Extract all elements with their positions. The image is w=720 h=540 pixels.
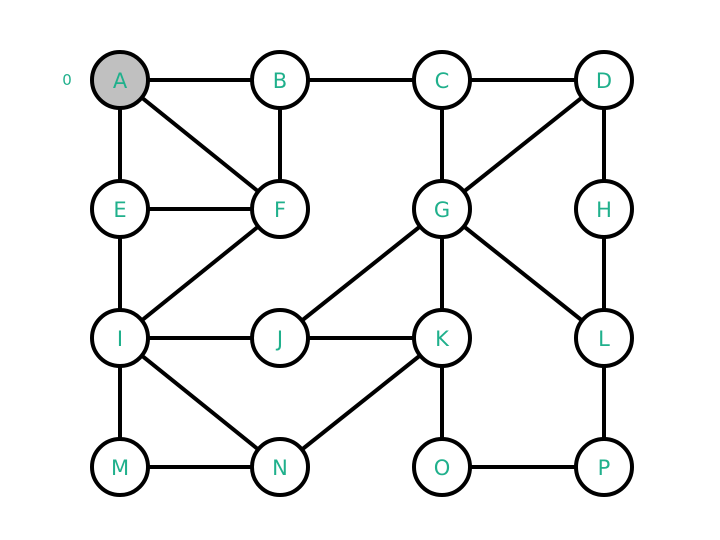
graph-node-circle-h[interactable] [574,179,634,239]
graph-node-label-f: F [274,198,286,222]
distance-label-a: 0 [62,71,72,89]
edges-layer [118,78,606,469]
graph-node-b[interactable]: B [250,50,310,110]
graph-node-label-b: B [273,69,287,93]
graph-node-label-l: L [598,327,610,351]
graph-node-i[interactable]: I [90,308,150,368]
graph-node-circle-p[interactable] [574,437,634,497]
graph-node-label-e: E [113,198,126,222]
graph-node-label-d: D [596,69,612,93]
graph-edge-k-n [278,336,444,469]
graph-node-circle-k[interactable] [412,308,472,368]
graph-edge-i-n [118,336,282,469]
graph-node-o[interactable]: O [412,437,472,497]
graph-node-p[interactable]: P [574,437,634,497]
graph-node-circle-i[interactable] [90,308,150,368]
nodes-layer: A B C D E F G H I J K L M N O P [90,50,634,497]
graph-node-label-i: I [117,327,123,351]
graph-node-m[interactable]: M [90,437,150,497]
graph-node-a[interactable]: A [90,50,150,110]
graph-node-n[interactable]: N [250,437,310,497]
graph-node-g[interactable]: G [412,179,472,239]
graph-node-circle-l[interactable] [574,308,634,368]
graph-node-circle-m[interactable] [90,437,150,497]
graph-node-circle-g[interactable] [412,179,472,239]
graph-node-label-k: K [435,327,450,351]
graph-node-label-g: G [434,198,450,222]
graph-edge-a-f [118,78,282,211]
graph-node-label-j: J [275,327,283,351]
annotations-layer: 0 [62,71,72,89]
graph-node-f[interactable]: F [250,179,310,239]
graph-node-j[interactable]: J [250,308,310,368]
graph-node-circle-b[interactable] [250,50,310,110]
graph-edge-g-l [440,207,606,340]
graph-edge-d-g [440,78,606,211]
graph-node-label-c: C [435,69,450,93]
graph-node-circle-e[interactable] [90,179,150,239]
graph-node-c[interactable]: C [412,50,472,110]
graph-node-circle-f[interactable] [250,179,310,239]
graph-edge-f-i [118,207,282,340]
graph-node-label-a: A [113,69,128,93]
graph-node-circle-a[interactable] [90,50,150,110]
graph-node-label-n: N [272,456,288,480]
graph-edge-g-j [278,207,444,340]
graph-node-label-o: O [434,456,451,480]
graph-node-circle-d[interactable] [574,50,634,110]
graph-node-circle-c[interactable] [412,50,472,110]
graph-node-d[interactable]: D [574,50,634,110]
graph-node-circle-n[interactable] [250,437,310,497]
graph-node-label-m: M [111,456,129,480]
graph-node-h[interactable]: H [574,179,634,239]
graph-node-label-h: H [596,198,612,222]
graph-node-circle-o[interactable] [412,437,472,497]
graph-node-l[interactable]: L [574,308,634,368]
graph-node-circle-j[interactable] [250,308,310,368]
graph-node-label-p: P [598,456,611,480]
graph-node-k[interactable]: K [412,308,472,368]
graph-node-e[interactable]: E [90,179,150,239]
